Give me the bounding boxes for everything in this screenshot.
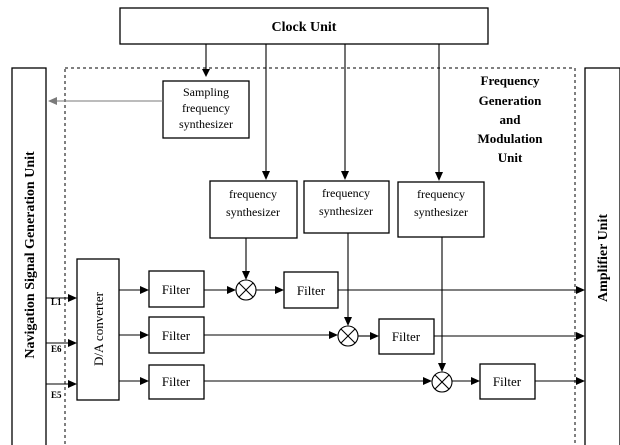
frequency-synthesizer-2 — [303, 180, 390, 234]
channel-l1-input: L1 — [46, 294, 77, 307]
filter-l1-1-label: Filter — [162, 282, 191, 297]
clock-to-synth1-arrow — [262, 44, 270, 180]
svg-text:E6: E6 — [51, 344, 62, 354]
filter-e5-2 — [479, 363, 536, 400]
e6-signal-path — [119, 331, 585, 340]
amplifier-unit-box — [584, 67, 620, 445]
clock-unit-label: Clock Unit — [272, 20, 337, 35]
frequency-synthesizer-1 — [209, 180, 298, 239]
sampling-synthesizer-label: Sampling frequency synthesizer — [179, 85, 233, 131]
synth3-to-mixer-arrow — [438, 237, 446, 372]
filter-e5-1 — [148, 364, 205, 400]
frequency-synthesizer-2-label: frequency — [322, 186, 370, 200]
svg-text:Frequency: Frequency — [481, 73, 540, 88]
filter-e6-2 — [378, 318, 435, 355]
l1-signal-path — [119, 286, 585, 294]
filter-l1-2-label: Filter — [297, 283, 326, 298]
filter-e6-1 — [148, 316, 205, 354]
svg-text:frequency: frequency — [182, 101, 230, 115]
filter-e5-1-label: Filter — [162, 374, 191, 389]
mixer-l1 — [235, 279, 257, 301]
amplifier-unit-label: Amplifier Unit — [596, 214, 611, 302]
e5-signal-path — [119, 377, 585, 385]
clock-to-synth2-arrow — [341, 44, 349, 180]
filter-e6-2-label: Filter — [392, 329, 421, 344]
fgm-unit-label: Frequency Generation and Modulation Unit — [477, 73, 543, 165]
svg-text:Unit: Unit — [498, 150, 523, 165]
svg-text:Sampling: Sampling — [183, 85, 229, 99]
filter-e6-1-label: Filter — [162, 328, 191, 343]
clock-unit-box — [119, 7, 489, 45]
frequency-synthesizer-1-label: synthesizer — [226, 205, 280, 219]
da-converter-box — [76, 258, 120, 401]
frequency-synthesizer-3-label: frequency — [417, 187, 465, 201]
frequency-synthesizer-3-label: synthesizer — [414, 205, 468, 219]
svg-text:E5: E5 — [51, 390, 62, 400]
channel-e6-input: E6 — [46, 339, 77, 354]
svg-text:synthesizer: synthesizer — [179, 117, 233, 131]
filter-l1-1 — [148, 270, 205, 308]
sampling-synthesizer-box — [162, 80, 250, 139]
mixer-e5 — [431, 371, 453, 393]
svg-text:L1: L1 — [51, 297, 62, 307]
synth2-to-mixer-arrow — [344, 233, 352, 326]
channel-e5-input: E5 — [46, 380, 77, 400]
clock-to-synth3-arrow — [435, 44, 443, 181]
da-converter-label: D/A converter — [91, 291, 106, 366]
sampling-to-nav-arrow — [48, 97, 163, 105]
fgm-unit-frame — [64, 67, 576, 445]
nav-unit-box — [11, 67, 47, 445]
frequency-synthesizer-2-label: synthesizer — [319, 204, 373, 218]
svg-text:Modulation: Modulation — [477, 131, 543, 146]
svg-text:Generation: Generation — [479, 93, 543, 108]
svg-text:and: and — [500, 112, 522, 127]
synth1-to-mixer-arrow — [242, 238, 250, 280]
mixer-e6 — [337, 325, 359, 347]
frequency-synthesizer-1-label: frequency — [229, 187, 277, 201]
frequency-synthesizer-3 — [397, 181, 485, 238]
nav-unit-label: Navigation Signal Generation Unit — [23, 151, 38, 359]
filter-e5-2-label: Filter — [493, 374, 522, 389]
clock-to-sampling-arrow — [202, 44, 210, 77]
